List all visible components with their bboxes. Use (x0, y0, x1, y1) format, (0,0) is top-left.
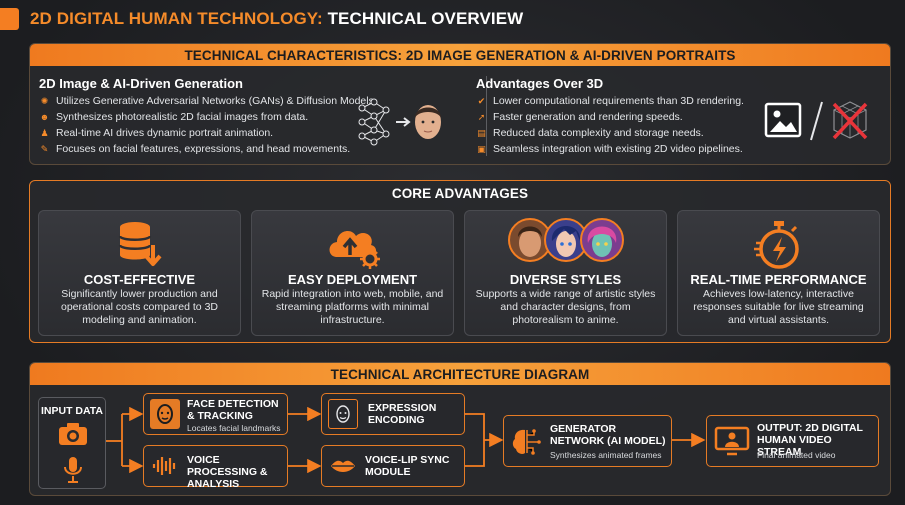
card-title: EASY DEPLOYMENT (287, 272, 418, 287)
network-icon: ✺ (40, 95, 49, 106)
lips-icon (328, 451, 358, 481)
sound-wave-icon (150, 451, 180, 481)
card-description: Rapid integration into web, mobile, and … (261, 288, 444, 326)
2d-vs-3d-illustration (764, 101, 868, 141)
voice-lip-sync-box: VOICE-LIP SYNC MODULE (321, 445, 465, 487)
anime-avatar (543, 218, 588, 262)
card-diverse-styles: DIVERSE STYLES Supports a wide range of … (464, 210, 667, 336)
list-item: ☻Synthesizes photorealistic 2D facial im… (39, 111, 309, 123)
card-cost-effective: COST-EFFECTIVE Significantly lower produ… (38, 210, 241, 336)
list-item: ✎Focuses on facial features, expressions… (40, 143, 351, 155)
voice-processing-box: VOICE PROCESSING & ANALYSIS (143, 445, 288, 490)
expression-encoding-box: EXPRESSION ENCODING (321, 393, 465, 435)
card-title: DIVERSE STYLES (509, 272, 622, 287)
list-item: ✺Utilizes Generative Adversarial Network… (40, 95, 377, 107)
output-video-box: OUTPUT: 2D DIGITAL HUMAN VIDEO STREAM Fi… (706, 415, 879, 467)
core-advantages-panel: CORE ADVANTAGES COST-EFFECTIVE Significa… (29, 180, 891, 343)
list-item: ➚Faster generation and rendering speeds. (477, 111, 683, 123)
generator-network-title: GENERATOR NETWORK (AI MODEL) (550, 423, 666, 447)
slash-divider (810, 101, 823, 141)
generation-heading: 2D Image & AI-Driven Generation (39, 76, 243, 91)
artistic-avatar (579, 218, 624, 262)
card-title: COST-EFFECTIVE (83, 272, 196, 287)
page-title: 2D DIGITAL HUMAN TECHNOLOGY: TECHNICAL O… (30, 9, 523, 29)
list-item: ▤Reduced data complexity and storage nee… (477, 127, 704, 139)
card-description: Achieves low-latency, interactive respon… (693, 288, 864, 326)
cloud-upload-icon (329, 231, 380, 269)
voice-lip-sync-title: VOICE-LIP SYNC MODULE (365, 454, 450, 478)
camera-icon (59, 423, 87, 445)
input-data-label: INPUT DATA (40, 405, 104, 417)
architecture-header: TECHNICAL ARCHITECTURE DIAGRAM (30, 363, 890, 385)
generation-list: ✺Utilizes Generative Adversarial Network… (39, 93, 377, 157)
list-item: ▣Seamless integration with existing 2D v… (477, 143, 743, 155)
face-detection-box: FACE DETECTION & TRACKING Locates facial… (143, 393, 288, 435)
video-monitor-icon (714, 425, 750, 457)
list-item: ✔Lower computational requirements than 3… (477, 95, 744, 107)
advantages-heading: Advantages Over 3D (476, 76, 604, 91)
rocket-icon: ➚ (477, 111, 486, 122)
microphone-icon (64, 457, 82, 483)
page-title-highlight: 2D DIGITAL HUMAN TECHNOLOGY: (30, 9, 323, 28)
face-detection-title: FACE DETECTION & TRACKING (187, 398, 279, 422)
output-video-subtitle: Final animated video (757, 450, 836, 460)
output-video-title: OUTPUT: 2D DIGITAL HUMAN VIDEO STREAM (757, 422, 863, 458)
technical-characteristics-panel: TECHNICAL CHARACTERISTICS: 2D IMAGE GENE… (29, 43, 891, 165)
network-to-face-illustration (358, 98, 441, 146)
stopwatch-lightning-icon (753, 221, 799, 269)
video-pipeline-icon: ▣ (477, 143, 486, 154)
head-movement-icon: ✎ (40, 143, 49, 154)
character-styles-avatars (507, 218, 624, 262)
generator-network-box: GENERATOR NETWORK (AI MODEL) Synthesizes… (503, 415, 672, 467)
card-title: REAL-TIME PERFORMANCE (690, 272, 867, 287)
technical-characteristics-header: TECHNICAL CHARACTERISTICS: 2D IMAGE GENE… (30, 44, 890, 66)
core-advantages-header: CORE ADVANTAGES (391, 185, 529, 201)
generator-network-subtitle: Synthesizes animated frames (550, 450, 662, 460)
3d-cube-crossed-icon (832, 101, 868, 140)
title-bar: 2D DIGITAL HUMAN TECHNOLOGY: TECHNICAL O… (0, 0, 905, 38)
card-description: Significantly lower production and opera… (60, 288, 218, 326)
page-title-rest: TECHNICAL OVERVIEW (322, 9, 524, 28)
neural-network-icon (358, 98, 390, 146)
architecture-panel: TECHNICAL ARCHITECTURE DIAGRAM INPUT DAT… (29, 362, 891, 496)
face-detection-subtitle: Locates facial landmarks (187, 423, 281, 433)
ai-person-icon: ♟ (40, 127, 49, 138)
expression-encoding-title: EXPRESSION ENCODING (368, 402, 437, 426)
card-easy-deployment: EASY DEPLOYMENT Rapid integration into w… (251, 210, 454, 336)
title-accent (0, 8, 19, 30)
database-icon: ▤ (477, 127, 486, 138)
list-item: ♟Real-time AI drives dynamic portrait an… (40, 127, 274, 139)
database-cost-icon (118, 222, 162, 266)
card-description: Supports a wide range of artistic styles… (475, 288, 656, 326)
input-data-box: INPUT DATA (38, 397, 106, 489)
portrait-face-icon (415, 105, 441, 139)
advantages-list: ✔Lower computational requirements than 3… (476, 93, 744, 157)
gear-icon (359, 249, 380, 269)
expression-face-icon (328, 399, 358, 429)
brain-circuit-icon (510, 426, 542, 458)
face-scan-icon (150, 399, 180, 429)
section-divider (486, 76, 487, 156)
image-icon (764, 102, 802, 138)
voice-processing-title: VOICE PROCESSING & ANALYSIS (187, 454, 268, 490)
diagram-connectors (106, 406, 706, 474)
card-real-time-performance: REAL-TIME PERFORMANCE Achieves low-laten… (677, 210, 880, 336)
check-icon: ✔ (477, 95, 486, 106)
arrow-right-icon (396, 117, 411, 127)
face-icon: ☻ (39, 112, 50, 122)
